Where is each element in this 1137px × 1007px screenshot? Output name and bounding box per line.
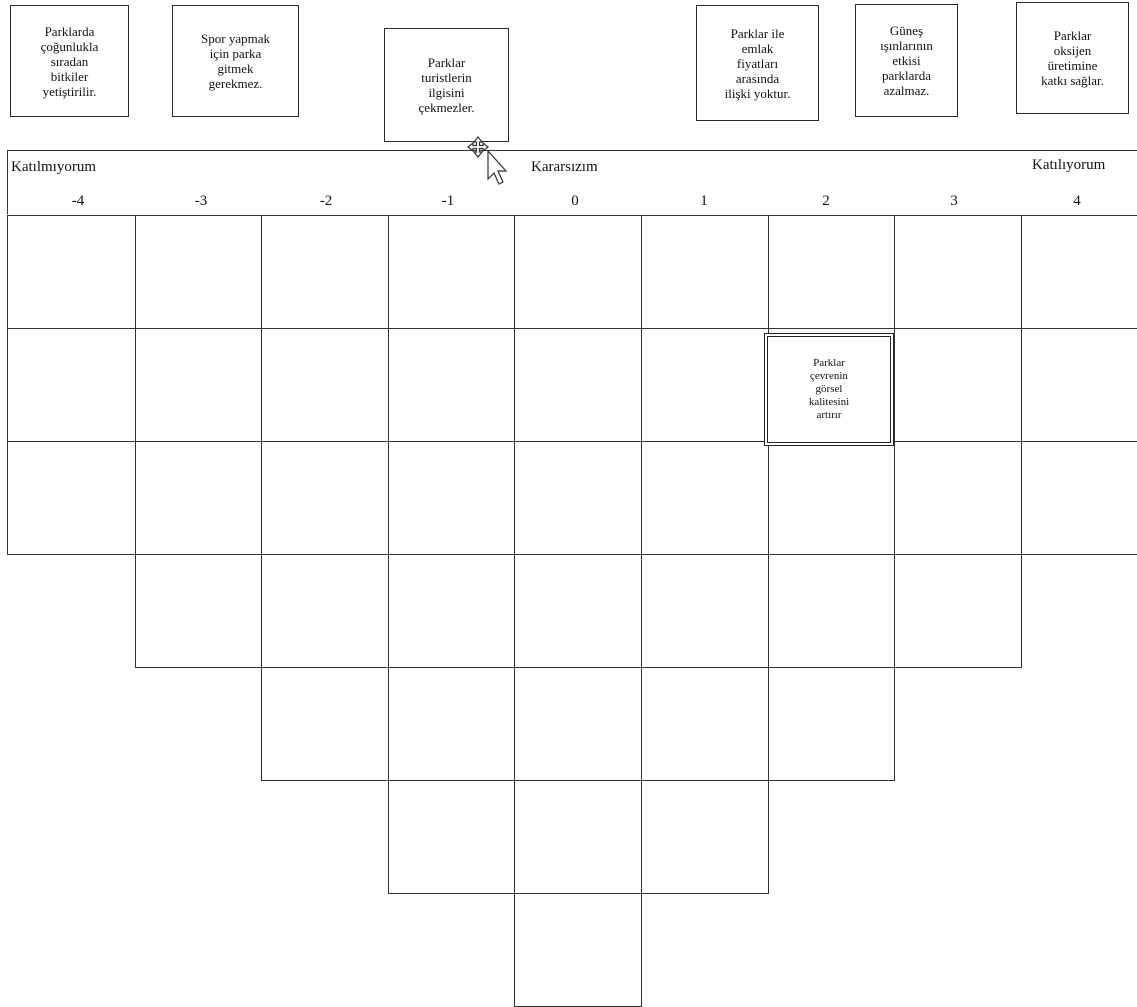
drop-cell[interactable] [641, 780, 769, 894]
scale-right-label: Katılıyorum [1032, 157, 1106, 173]
statement-card-6[interactable]: Parklar oksijen üretimine katkı sağlar. [1016, 2, 1129, 114]
drop-cell[interactable] [135, 441, 262, 555]
statement-card-4-text: Parklar ile emlak fiyatları arasında ili… [724, 25, 791, 101]
drop-cell[interactable] [641, 328, 769, 442]
statement-card-3[interactable]: Parklar turistlerin ilgisini çekmezler. [384, 28, 509, 142]
scale-column-label: 1 [700, 193, 708, 209]
drop-cell[interactable] [261, 554, 389, 668]
placed-card-text: Parklar çevrenin görsel kalitesini artır… [808, 357, 850, 421]
drop-cell[interactable] [768, 215, 895, 329]
scale-column-label: -1 [441, 193, 455, 209]
statement-card-6-text: Parklar oksijen üretimine katkı sağlar. [1041, 28, 1104, 88]
drop-cell[interactable] [768, 667, 895, 781]
statement-card-5-text: Güneş ışınlarının etkisi parklarda azalm… [880, 23, 933, 98]
drop-cell[interactable] [388, 215, 515, 329]
drop-cell[interactable] [768, 441, 895, 555]
drop-cell[interactable] [641, 441, 769, 555]
drop-cell[interactable] [261, 328, 389, 442]
statement-card-2-text: Spor yapmak için parka gitmek gerekmez. [201, 31, 270, 91]
drop-cell[interactable] [894, 441, 1022, 555]
drop-cell[interactable] [261, 441, 389, 555]
scale-header: Katılmıyorum Kararsızım Katılıyorum -4 -3… [7, 150, 1137, 214]
drop-cell[interactable] [261, 667, 389, 781]
drop-cell[interactable] [514, 893, 642, 1007]
drop-cell[interactable] [894, 554, 1022, 668]
drop-cell[interactable] [7, 441, 136, 555]
scale-left-label: Katılmıyorum [11, 159, 96, 175]
placed-card[interactable]: Parklar çevrenin görsel kalitesini artır… [764, 333, 894, 446]
statement-card-1-text: Parklarda çoğunlukla sıradan bitkiler ye… [40, 23, 99, 99]
scale-column-label: 3 [950, 193, 958, 209]
scale-column-label: -2 [319, 193, 333, 209]
drop-cell[interactable] [514, 441, 642, 555]
scale-column-label: 2 [822, 193, 830, 209]
drop-cell[interactable] [1021, 215, 1137, 329]
drop-cell[interactable] [388, 667, 515, 781]
drop-cell[interactable] [894, 328, 1022, 442]
drop-cell[interactable] [514, 780, 642, 894]
drop-cell[interactable] [388, 554, 515, 668]
drop-cell[interactable] [1021, 441, 1137, 555]
drop-cell[interactable] [641, 215, 769, 329]
scale-column-label: 4 [1073, 193, 1081, 209]
statement-card-5[interactable]: Güneş ışınlarının etkisi parklarda azalm… [855, 4, 958, 117]
drop-cell[interactable] [894, 215, 1022, 329]
drop-cell[interactable] [514, 554, 642, 668]
drop-cell[interactable] [7, 215, 136, 329]
statement-card-4[interactable]: Parklar ile emlak fiyatları arasında ili… [696, 5, 819, 121]
drop-cell[interactable] [768, 554, 895, 668]
drop-cell[interactable] [641, 667, 769, 781]
statement-card-3-text: Parklar turistlerin ilgisini çekmezler. [418, 55, 475, 115]
statement-card-1[interactable]: Parklarda çoğunlukla sıradan bitkiler ye… [10, 5, 129, 117]
drop-cell[interactable] [7, 328, 136, 442]
drop-cell[interactable] [514, 215, 642, 329]
scale-column-label: -4 [71, 193, 85, 209]
drop-cell[interactable] [135, 328, 262, 442]
drop-cell[interactable] [388, 328, 515, 442]
drop-cell[interactable] [388, 780, 515, 894]
drop-cell[interactable] [135, 215, 262, 329]
drop-cell[interactable] [641, 554, 769, 668]
drop-cell[interactable] [514, 667, 642, 781]
scale-center-label: Kararsızım [531, 159, 598, 175]
statement-card-2[interactable]: Spor yapmak için parka gitmek gerekmez. [172, 5, 299, 117]
drop-cell[interactable] [135, 554, 262, 668]
drop-cell[interactable] [514, 328, 642, 442]
drop-cell[interactable] [1021, 328, 1137, 442]
scale-column-label: 0 [571, 193, 579, 209]
drop-cell[interactable] [388, 441, 515, 555]
drop-cell[interactable] [261, 215, 389, 329]
scale-column-label: -3 [194, 193, 208, 209]
